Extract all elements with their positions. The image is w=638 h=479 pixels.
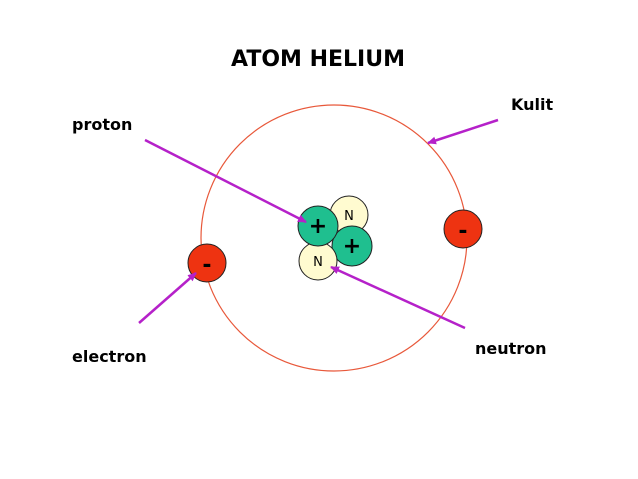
shell-arrow (427, 118, 499, 145)
nucleus: N + N + (297, 195, 373, 281)
proton-particle: + (297, 205, 339, 247)
diagram-title: ATOM HELIUM (231, 47, 405, 72)
neutron-label: N (344, 209, 354, 224)
proton-arrow (144, 138, 307, 224)
neutron-arrow (330, 265, 466, 330)
proton-sign: + (309, 214, 327, 239)
shell-label: Kulit (511, 95, 553, 114)
proton-label: proton (72, 115, 132, 134)
electron-particle: - (443, 209, 483, 249)
electron-sign: - (202, 253, 211, 278)
proton-sign: + (343, 234, 361, 259)
electron-sign: - (458, 219, 467, 244)
proton-particle: + (331, 225, 373, 267)
electron-arrow (138, 272, 197, 324)
electron-particle: - (187, 243, 227, 283)
neutron-particle: N (298, 241, 338, 281)
neutron-label-text: neutron (475, 339, 547, 358)
electron-label: electron (72, 347, 147, 366)
neutron-label: N (313, 255, 323, 270)
